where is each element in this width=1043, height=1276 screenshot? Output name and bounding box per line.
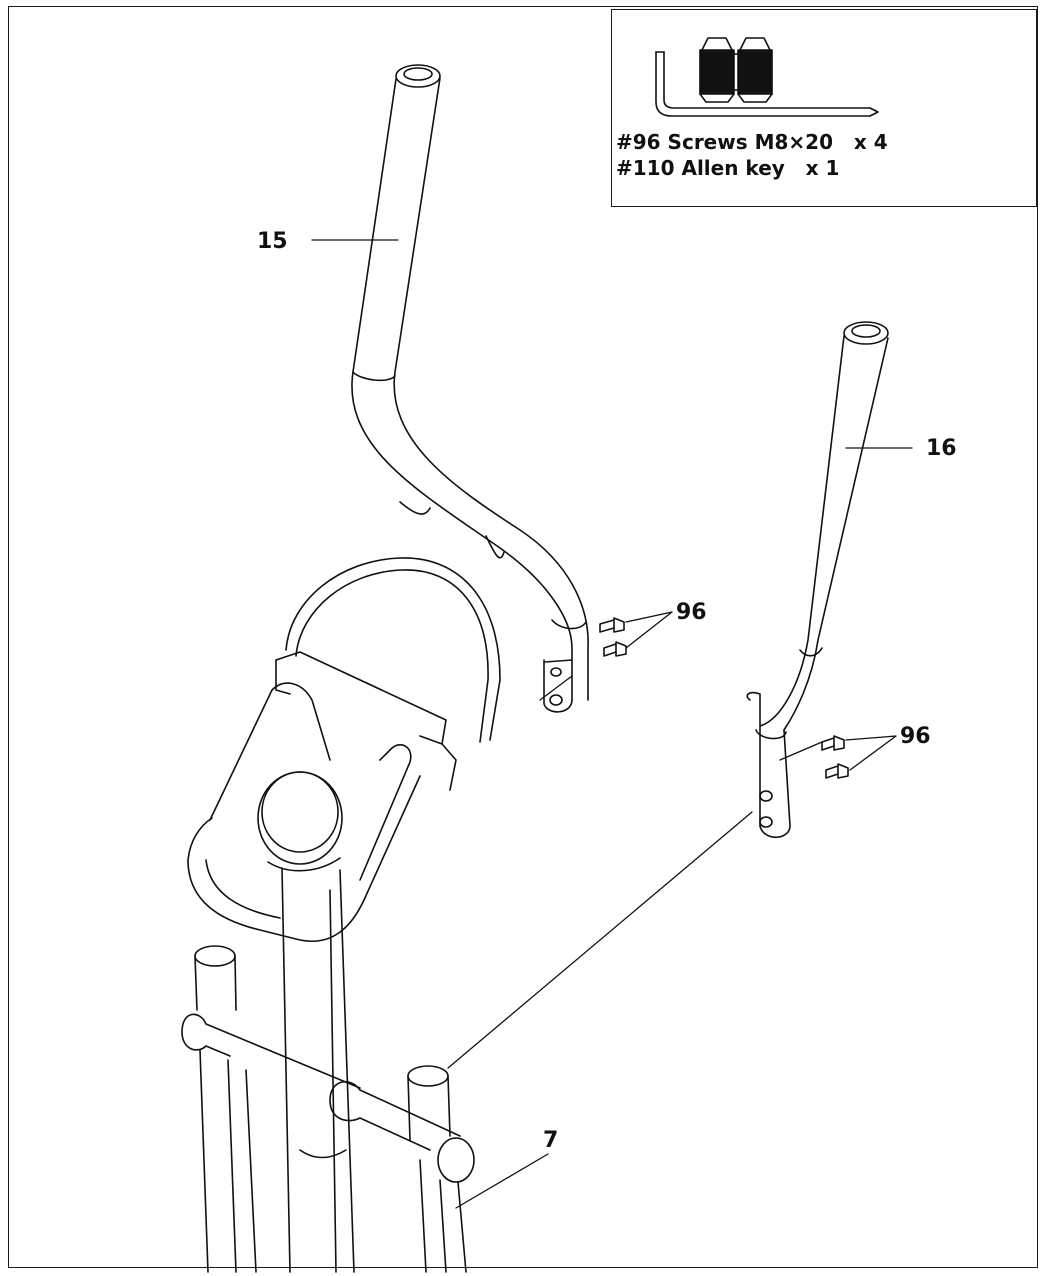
allen-key-icon	[655, 51, 879, 117]
screw-icon	[699, 37, 773, 103]
part-label-15: 15	[257, 229, 288, 254]
hardware-line-allen-key: #110 Allen key x 1	[616, 156, 840, 180]
main-post	[181, 867, 475, 1273]
hardware-line-screws: #96 Screws M8×20 x 4	[616, 130, 888, 154]
part-label-96-left: 96	[676, 600, 707, 625]
part-label-7: 7	[543, 1128, 559, 1153]
leader-lines	[311, 239, 913, 1209]
diagram-frame	[8, 6, 1038, 1268]
part-label-96-right: 96	[900, 724, 931, 749]
screws-left-group	[599, 617, 627, 657]
hardware-parts-box: #96 Screws M8×20 x 4 #110 Allen key x 1	[611, 9, 1037, 207]
console-assembly	[187, 557, 501, 942]
part-label-16: 16	[926, 436, 957, 461]
right-handlebar	[746, 321, 889, 839]
left-handlebar	[351, 64, 589, 713]
screws-right-group	[821, 735, 849, 779]
hardware-illustration	[655, 37, 879, 117]
